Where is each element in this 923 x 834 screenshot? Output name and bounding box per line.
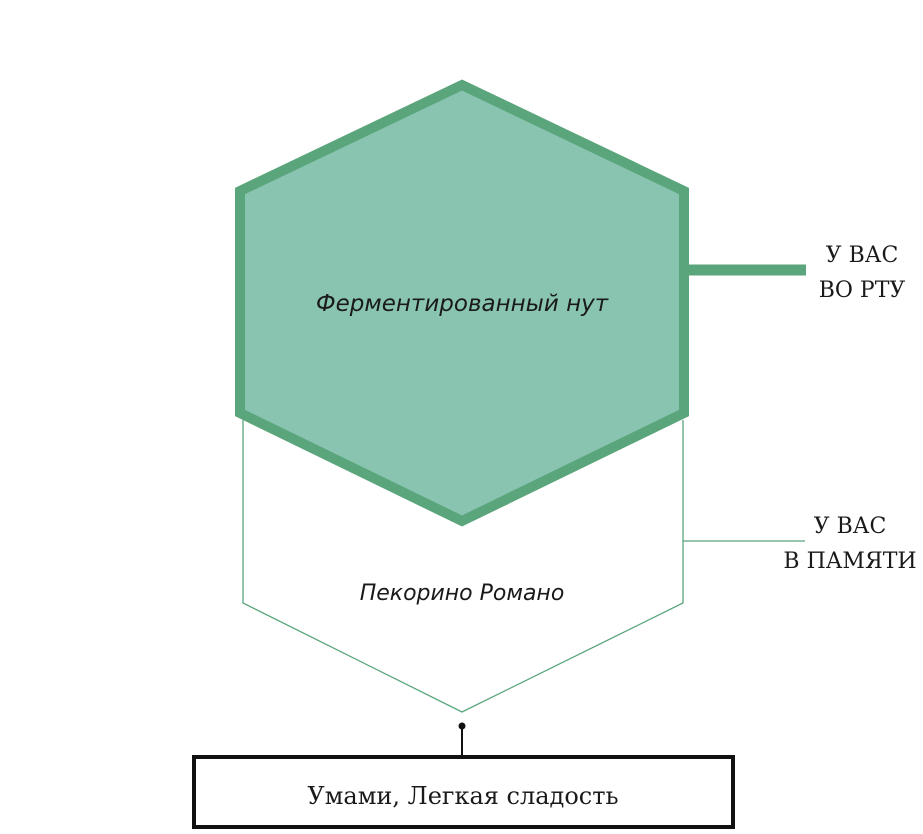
secondary-hexagon-label: Пекорино Романо <box>360 581 565 606</box>
result-box-text: Умами, Легкая сладость <box>307 782 618 810</box>
in-mouth-label-line-1: У ВАС <box>826 243 899 268</box>
in-mouth-label-line-2: ВО РТУ <box>819 278 906 303</box>
in-memory-label-line-1: У ВАС <box>814 514 887 539</box>
memory-hexagon-outline <box>242 420 684 713</box>
primary-hexagon <box>235 79 689 527</box>
in-memory-label-line-2: В ПАМЯТИ <box>783 549 916 574</box>
primary-hexagon-label: Ферментированный нут <box>316 291 609 317</box>
result-box <box>192 755 735 829</box>
